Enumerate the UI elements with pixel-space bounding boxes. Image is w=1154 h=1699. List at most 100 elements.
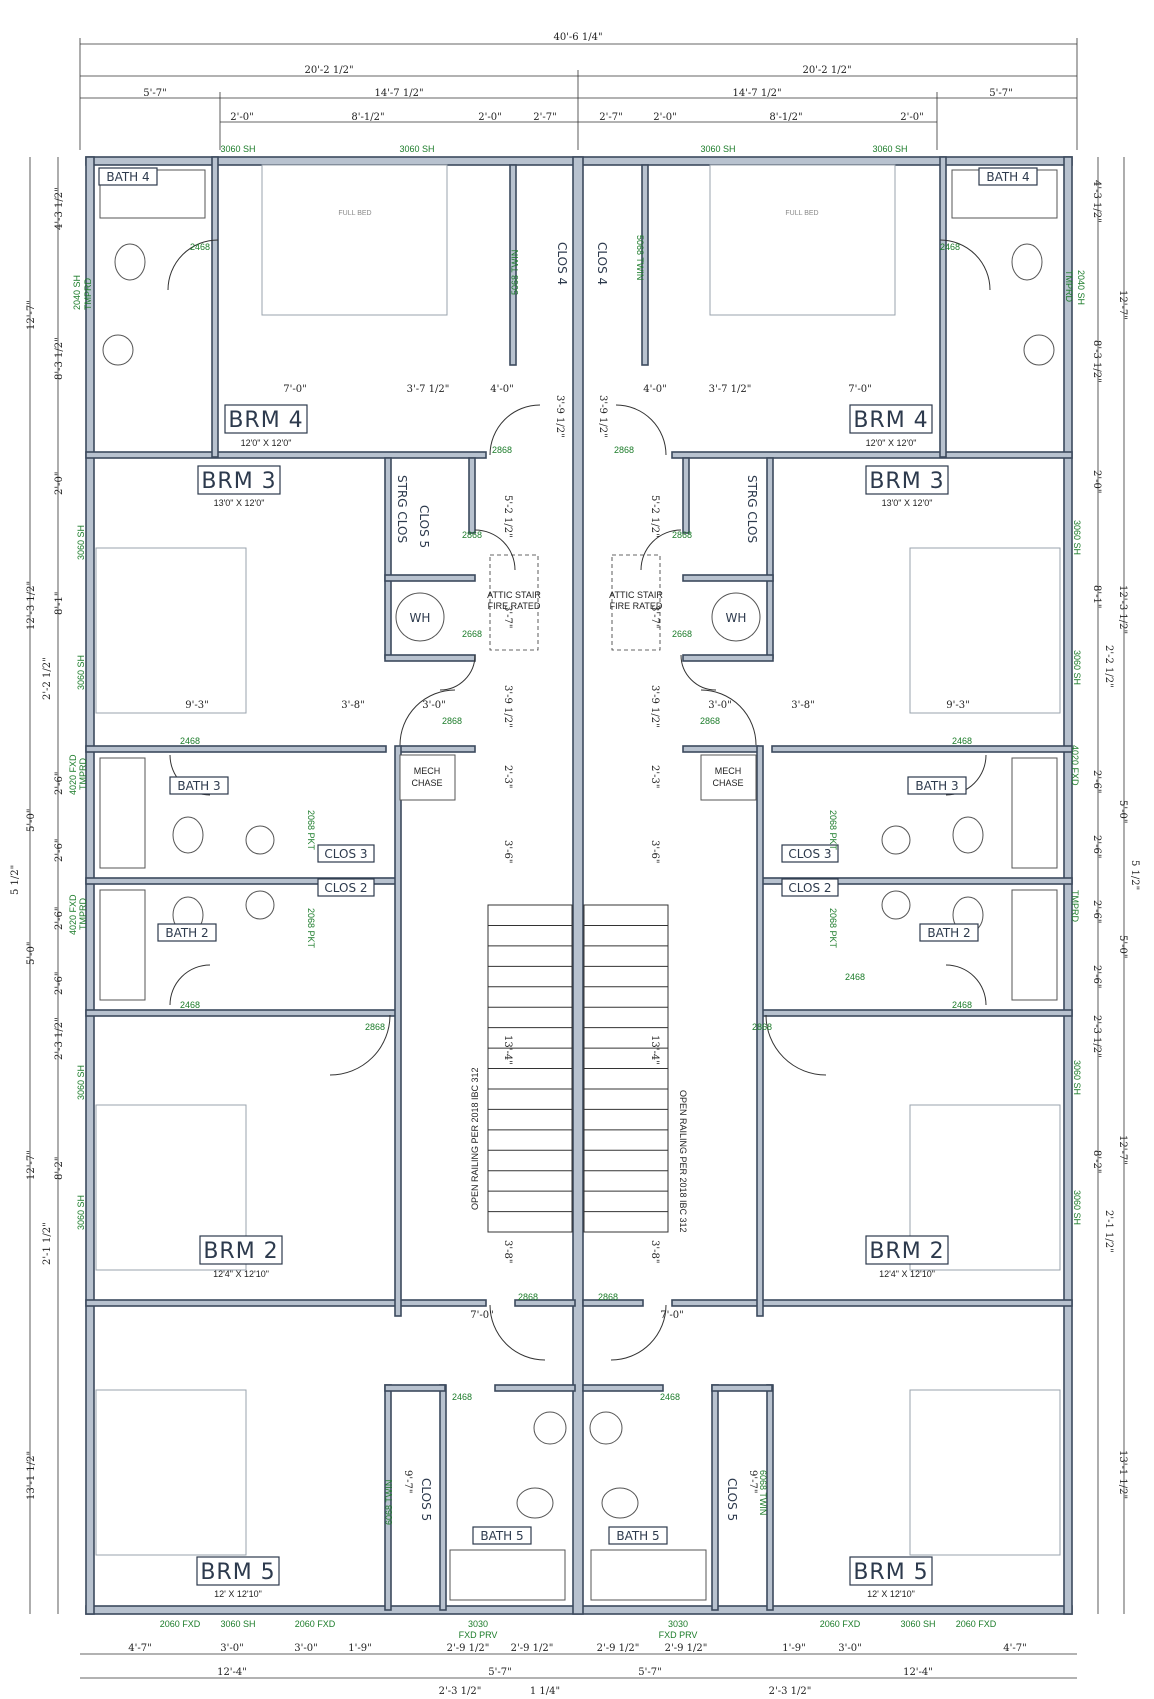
hall-b-right: 5'-2 1/2" [649,495,660,538]
toilet-bath3-right [952,816,984,854]
bottom-b3-l: 3'-0" [294,1643,317,1654]
window-tag-top-4: 3060 SH [872,144,907,154]
top-sub-b-left: 8'-1/2" [351,112,384,123]
brm3-dim-c-left: 3'-0" [422,700,445,711]
side-r-s8d: 2'-6" [1091,965,1102,988]
bottom-b8-l: 5'-7" [488,1667,511,1678]
clos3-left-name: CLOS 3 [324,847,367,861]
overall-width-label: 40'-6 1/4" [553,32,602,43]
brm3-right-size: 13'0" X 12'0" [882,498,933,508]
tub-bath3-left [99,757,146,869]
clos4-right-name: CLOS 4 [595,242,609,285]
clos2-right-name: CLOS 2 [788,881,831,895]
mech-left-1: MECH [414,766,441,776]
brm4-right-size: 12'0" X 12'0" [866,438,917,448]
walls [85,156,1073,1615]
bottom-b7-l: 12'-4" [217,1667,247,1678]
door-tag-brm4-right: 2868 [614,445,634,455]
hall-a2-left: 3'-9 1/2" [502,685,513,728]
side-l-s11: 2'-3 1/2" [54,1017,65,1060]
svg-text:FULL BED: FULL BED [785,210,818,217]
bottom-b10: 1 1/4" [530,1686,560,1697]
door-tag-brm2-left: 2868 [365,1022,385,1032]
hall-a-right: 3'-9 1/2" [597,395,608,438]
top-dimensions: 40'-6 1/4" 20'-2 1/2" 20'-2 1/2" 5'-7" 1… [79,32,1078,154]
top-sub-a-right: 2'-0" [900,112,923,123]
side-r-s7: 2'-2 1/2" [1103,645,1114,688]
attic-left-2: FIRE RATED [488,601,541,611]
brm4-dim-a-right: 7'-0" [848,384,871,395]
strg-clos-left: STRG CLOS [395,475,409,543]
hall-d-left: 2'-3" [502,765,513,788]
bottom-2060-l2: 2060 FXD [295,1619,336,1629]
sink-bath2-left [245,890,275,920]
bottom-b6-l: 2'-9 1/2" [511,1643,554,1654]
door-tag-bath4-right: 2468 [940,242,960,252]
win-tmprd-l1: TMPRD [78,758,88,790]
win-3060-l2: 3060 SH [76,655,86,690]
brm2-left-name: BRM 2 [203,1239,278,1264]
strg-clos-right: STRG CLOS [745,475,759,543]
bath3-left-name: BATH 3 [177,779,220,793]
side-r-s1: 4'-3 1/2" [1091,180,1102,223]
bottom-b3-r: 3'-0" [838,1643,861,1654]
tub-bath2-right [1011,889,1058,1001]
door-tag-wh-right: 2668 [672,629,692,639]
room-labels: BRM 4 12'0" X 12'0" BRM 4 12'0" X 12'0" … [98,167,1038,1599]
hall-f-left: 3'-8" [502,1240,513,1263]
side-l-s1: 4'-3 1/2" [54,187,65,230]
side-r-s2: 12'-7" [1117,290,1128,320]
bottom-3060-l: 3060 SH [220,1619,255,1629]
twin-5068-left: 5068 TWIN [510,250,520,295]
bottom-fxdprv-r: FXD PRV [659,1630,698,1640]
side-r-s12: 8'-2" [1091,1150,1102,1173]
door-tag-brm4-left: 2868 [492,445,512,455]
wh-left: WH [410,611,431,625]
top-sub-c-right: 2'-0" [653,112,676,123]
bottom-b5-l: 2'-9 1/2" [447,1643,490,1654]
attic-right-2: FIRE RATED [610,601,663,611]
brm5-dim-a-left: 7'-0" [470,1310,493,1321]
hall-c-left: 3'-7" [502,605,513,628]
door-tag-bath2-left: 2468 [180,1000,200,1010]
bottom-2060-r2: 2060 FXD [956,1619,997,1629]
sink-bath4-right [1023,334,1055,366]
win-4020-l1: 4020 FXD [68,754,78,795]
tub-bath3-right [1011,757,1058,869]
top-sub-d-left: 2'-7" [533,112,556,123]
side-r-s10: 5 1/2" [1129,860,1140,890]
win-3060-r3: 3060 SH [1072,1060,1082,1095]
hall-f-right: 3'-8" [649,1240,660,1263]
brm5-dim-a-right: 7'-0" [660,1310,683,1321]
clos2-left-name: CLOS 2 [324,881,367,895]
window-tag-top-1: 3060 SH [220,144,255,154]
top-sub-a-left: 2'-0" [230,112,253,123]
win-3060-l4: 3060 SH [76,1195,86,1230]
tub-bath5-right [590,1549,707,1601]
brm4-dim-b-left: 3'-7 1/2" [407,384,450,395]
tub-bath2-left [99,889,146,1001]
bottom-b9-l: 2'-3 1/2" [439,1686,482,1697]
door-tag-brm5-right: 2868 [598,1292,618,1302]
bottom-b4-r: 1'-9" [782,1643,805,1654]
door-tag-bath4-left: 2468 [190,242,210,252]
win-2040-right: 2040 SH [1076,270,1086,305]
bottom-b2-l: 3'-0" [220,1643,243,1654]
bottom-3030-l: 3030 [468,1619,488,1629]
clos5-right-name: CLOS 5 [725,1478,739,1521]
toilet-bath3-left [172,816,204,854]
hall-c-right: 3'-7" [649,605,660,628]
bath3-right-name: BATH 3 [915,779,958,793]
win-2040-left: 2040 SH [72,275,82,310]
bottom-b8-r: 5'-7" [638,1667,661,1678]
side-l-s8b: 2'-6" [54,839,65,862]
side-r-s5: 12'-3 1/2" [1117,585,1128,634]
side-l-s13: 2'-1 1/2" [42,1222,53,1265]
side-dimensions: 4'-3 1/2" 12'-7" 8'-3 1/2" 2'-0" 12'-3 1… [10,157,1140,1614]
win-3060-r1: 3060 SH [1072,520,1082,555]
brm4-left-size: 12'0" X 12'0" [241,438,292,448]
win-4020-r1: 4020 FXD [1070,745,1080,786]
clos5-left-name: CLOS 5 [417,505,431,548]
door-tag-brm5-left: 2868 [518,1292,538,1302]
